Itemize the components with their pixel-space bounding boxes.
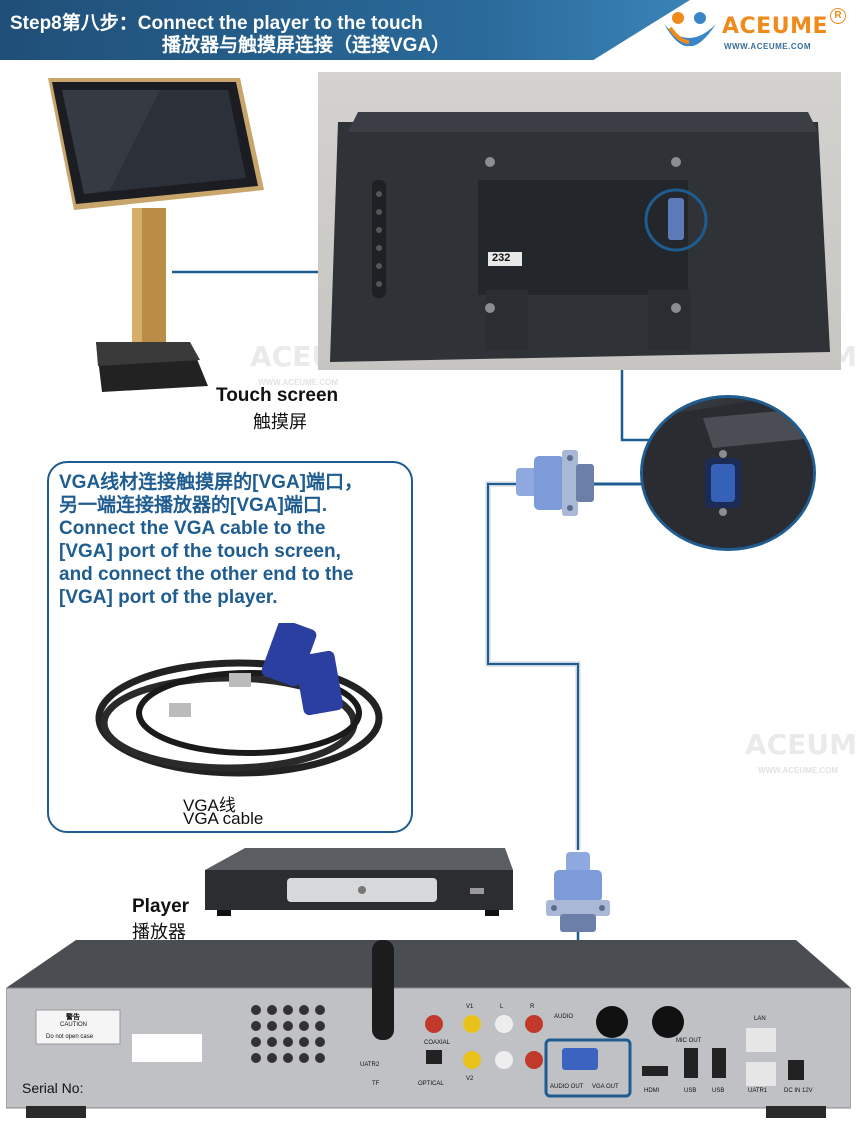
port-label-coaxial: COAXIAL [424, 1040, 451, 1046]
serial-number-label: Serial No: [22, 1080, 84, 1096]
watermark-text: ACEUME [745, 728, 857, 761]
touch-screen-kiosk-image [48, 78, 264, 392]
player-label-cn: 播放器 [132, 922, 186, 942]
instruction-en-line1: Connect the VGA cable to the [59, 518, 326, 539]
screen-back-graphic [330, 112, 830, 362]
port-label-mic-out: MIC OUT [676, 1038, 702, 1044]
instruction-cn-line1: VGA线材连接触摸屏的[VGA]端口， [59, 472, 364, 493]
port-label-audio-out: AUDIO OUT [550, 1084, 584, 1090]
port-label-tf: TF [372, 1081, 380, 1087]
brand-url: WWW.ACEUME.COM [724, 42, 811, 51]
caution-detail: Do not open case [46, 1034, 94, 1040]
header: Step8第八步：Connect the player to the touch… [0, 0, 857, 60]
vga-port-zoom [640, 395, 816, 551]
vga-plug-top-icon [516, 450, 594, 516]
port-label-l: L [500, 1004, 504, 1010]
port-label-audio: AUDIO [554, 1014, 574, 1020]
step-title: Step8第八步：Connect the player to the touch [10, 13, 423, 34]
port-label-v2: V2 [466, 1076, 474, 1082]
port-label-dc: DC IN 12V [784, 1088, 813, 1094]
header-band [0, 0, 690, 60]
port-label-r: R [530, 1004, 535, 1010]
player-label: Player [132, 896, 190, 917]
port-label-hdmi: HDMI [644, 1088, 660, 1094]
vga-port-icon [643, 398, 813, 548]
port-label-optical: OPTICAL [418, 1081, 444, 1087]
brand-name: ACEUME [722, 14, 828, 39]
touch-screen-label: Touch screen [216, 385, 339, 406]
port-label-uatr2: UATR2 [360, 1062, 380, 1068]
step-subtitle: 播放器与触摸屏连接（连接VGA） [162, 35, 451, 56]
brand-mascot-icon [664, 12, 716, 47]
port-label-uatr1: UATR1 [748, 1088, 768, 1094]
player-front-image [205, 848, 513, 916]
port-label-usb-1: USB [684, 1088, 697, 1094]
player-back-graphic [5, 940, 852, 1118]
port-label-usb-2: USB [712, 1088, 725, 1094]
caution-label: CAUTION [60, 1022, 87, 1028]
cable-caption-cn: VGA线 [183, 796, 236, 815]
watermark-url: WWW.ACEUME.COM [258, 378, 338, 387]
vga-plug-bottom-icon [546, 852, 610, 932]
warning-label-cn: 警告 [66, 1014, 80, 1021]
instruction-en-line2: [VGA] port of the touch screen, [59, 541, 341, 562]
watermark-url: WWW.ACEUME.COM [758, 766, 838, 775]
touch-screen-back-photo: 232 [318, 72, 841, 370]
cable-caption-en: VGA cable [183, 809, 264, 828]
port-label-v1: V1 [466, 1004, 474, 1010]
port-tag-232: 232 [492, 252, 511, 264]
touch-screen-label-cn: 触摸屏 [253, 412, 307, 432]
brand-logo: ACEUME R WWW.ACEUME.COM [660, 8, 850, 58]
vga-cable-image [95, 623, 383, 777]
instruction-en-line3: and connect the other end to the [59, 564, 354, 585]
port-label-lan: LAN [754, 1016, 766, 1022]
instruction-en-line4: [VGA] port of the player. [59, 587, 278, 608]
instruction-callout: VGA线材连接触摸屏的[VGA]端口， 另一端连接播放器的[VGA]端口. Co… [47, 461, 413, 833]
registered-mark-icon: R [830, 8, 846, 24]
instruction-cn-line2: 另一端连接播放器的[VGA]端口. [59, 495, 328, 516]
player-back-panel: 警告 CAUTION Do not open case Serial No: C… [5, 940, 852, 1126]
instruction-text: VGA线材连接触摸屏的[VGA]端口， 另一端连接播放器的[VGA]端口. Co… [59, 471, 407, 609]
port-label-vga-out: VGA OUT [592, 1084, 619, 1090]
